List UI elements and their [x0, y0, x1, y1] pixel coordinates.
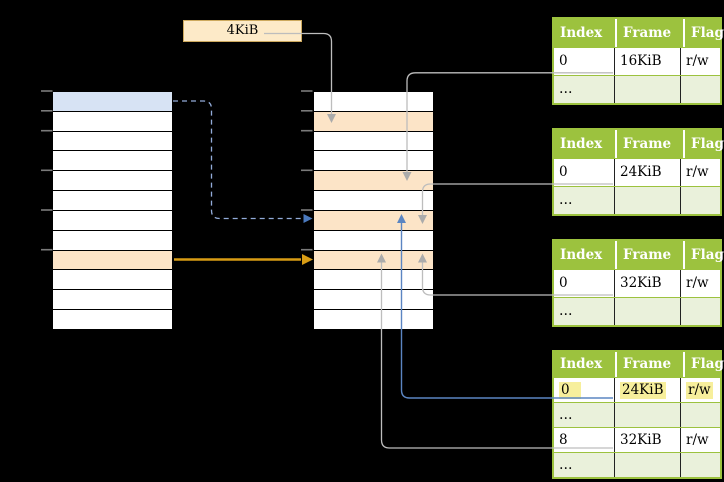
table-cell	[614, 76, 680, 103]
table-row: …	[554, 75, 720, 103]
header-cell-index: Index	[560, 356, 603, 372]
memory-row	[53, 210, 172, 231]
table-cell: …	[559, 303, 573, 319]
memory-row	[53, 111, 172, 132]
table-row: …	[554, 186, 720, 214]
memory-row	[314, 191, 433, 211]
table-header-row: Index FrameFlags	[554, 19, 724, 47]
memory-row-orange-highlight	[314, 210, 433, 231]
page-translation-arrow	[174, 254, 313, 265]
memory-row	[314, 290, 433, 311]
memory-row	[314, 230, 433, 251]
memory-row-blue-highlight	[53, 92, 172, 112]
table-row: 0 24KiB r/w	[554, 377, 720, 402]
page-size-label: 4KiB	[183, 20, 302, 42]
memory-row	[53, 131, 172, 152]
header-cell-flags: Flags	[683, 130, 724, 158]
table-cell: …	[559, 81, 573, 97]
page-table-16kib: Index FrameFlags 0 16KiBr/w …	[552, 17, 724, 105]
table-cell: r/w	[680, 378, 720, 402]
highlighted-value: 24KiB	[620, 382, 666, 399]
memory-row	[53, 151, 172, 172]
memory-row	[53, 270, 172, 291]
arrowhead-icon	[302, 254, 313, 265]
highlighted-value: r/w	[686, 382, 713, 399]
table-cell	[680, 187, 720, 214]
table-cell	[614, 453, 680, 477]
table-cell: r/w	[680, 270, 720, 297]
table-header-row: Index FrameFlags	[554, 241, 724, 269]
table-cell	[614, 298, 680, 325]
table-row: …	[554, 452, 720, 477]
table-cell	[680, 403, 720, 427]
header-cell-flags: Flags	[683, 19, 724, 47]
physical-memory-table	[313, 91, 434, 330]
table-cell: …	[559, 192, 573, 208]
table-cell	[614, 187, 680, 214]
memory-row	[53, 310, 172, 329]
table-header-row: Index FrameFlags	[554, 352, 724, 377]
header-cell-flags: Flags	[683, 241, 724, 269]
header-cell-index: Index	[560, 136, 603, 152]
table-cell: 32KiB	[614, 428, 680, 452]
table-cell: …	[559, 457, 573, 473]
page-table-24kib: Index FrameFlags 0 24KiBr/w …	[552, 128, 724, 216]
table-cell: 0	[559, 275, 568, 291]
table-row: …	[554, 402, 720, 427]
memory-row-orange-highlight	[53, 250, 172, 271]
table-cell: 8	[559, 432, 568, 448]
table-header-row: Index FrameFlags	[554, 130, 724, 158]
header-cell-frame: Frame	[615, 130, 683, 158]
table-cell: 32KiB	[614, 270, 680, 297]
header-cell-frame: Frame	[615, 19, 683, 47]
table-cell: 24KiB	[614, 378, 680, 402]
highlighted-value: 0	[559, 382, 581, 399]
header-cell-index: Index	[560, 25, 603, 41]
memory-row	[53, 191, 172, 211]
page-table-level2: IndexFrameFlags024KiBr/w…832KiBr/w…	[552, 350, 724, 479]
memory-row	[53, 290, 172, 311]
table-cell: 0	[559, 164, 568, 180]
memory-row	[314, 151, 433, 172]
page-table-32kib: Index FrameFlags 0 32KiBr/w …	[552, 239, 724, 327]
table-cell: …	[559, 407, 573, 423]
arrowhead-icon	[303, 214, 313, 223]
header-cell-index: Index	[560, 247, 603, 263]
table-cell: 24KiB	[614, 159, 680, 186]
table-cell	[680, 453, 720, 477]
table-cell: r/w	[680, 428, 720, 452]
table-cell: r/w	[680, 48, 720, 75]
header-cell-frame: Frame	[615, 241, 683, 269]
table-cell	[614, 403, 680, 427]
table-cell: 0	[559, 53, 568, 69]
table-cell: 16KiB	[614, 48, 680, 75]
memory-row-orange-highlight	[314, 171, 433, 192]
virtual-page-lookup-arrow-line	[173, 100, 303, 220]
table-cell: 0	[554, 378, 614, 402]
table-row: …	[554, 297, 720, 325]
memory-row	[53, 230, 172, 251]
virtual-memory-table	[52, 91, 173, 330]
table-cell: r/w	[680, 159, 720, 186]
memory-row-orange-highlight	[314, 250, 433, 271]
memory-row	[314, 131, 433, 152]
memory-row	[314, 310, 433, 329]
header-cell-flags: Flags	[683, 352, 724, 377]
memory-row	[314, 270, 433, 291]
table-cell	[680, 76, 720, 103]
memory-row	[53, 171, 172, 192]
virtual-page-lookup-arrow	[173, 100, 313, 223]
memory-row	[314, 92, 433, 112]
table-cell	[680, 298, 720, 325]
memory-row-orange-highlight	[314, 111, 433, 132]
header-cell-frame: Frame	[615, 352, 683, 377]
